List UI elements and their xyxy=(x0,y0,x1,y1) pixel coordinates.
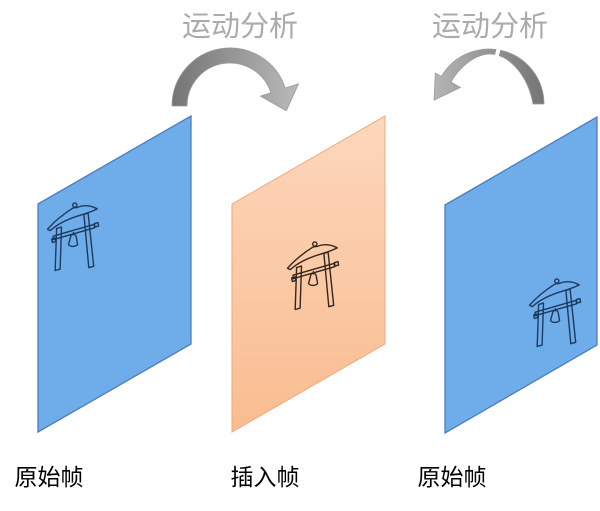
motion-analysis-label-left: 运动分析 xyxy=(181,11,299,43)
original-frame-right-plane xyxy=(444,115,598,435)
original-frame-left-plane xyxy=(37,114,192,434)
motion-analysis-label-right: 运动分析 xyxy=(431,11,549,43)
original-frame-left-label: 原始帧 xyxy=(14,464,84,490)
arrow-top-gap xyxy=(493,44,502,64)
motion-arrow-right-icon xyxy=(433,48,545,105)
interpolated-frame-label: 插入帧 xyxy=(230,464,300,490)
original-frame-right-label: 原始帧 xyxy=(417,464,487,490)
motion-arrow-left-icon xyxy=(171,47,300,112)
